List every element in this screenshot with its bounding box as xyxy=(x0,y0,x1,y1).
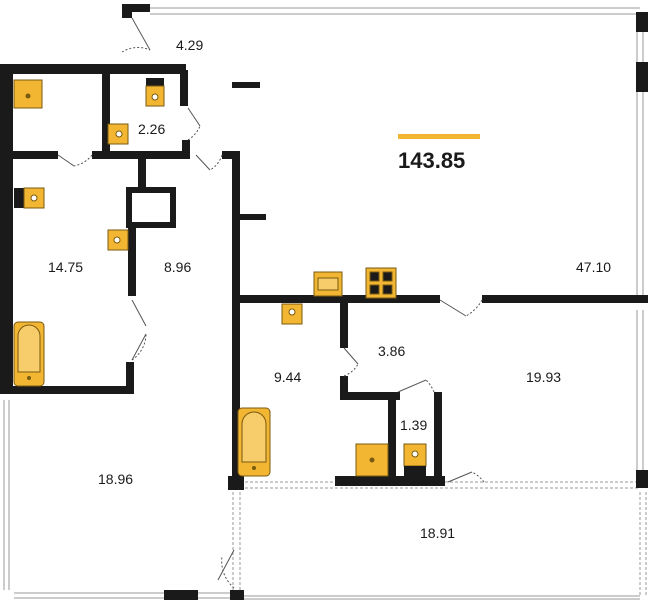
bathtub-icon xyxy=(13,321,45,387)
toilet-icon xyxy=(145,78,165,107)
room-area-dressing: 3.86 xyxy=(378,343,405,359)
sink-icon xyxy=(281,303,303,325)
room-area-bedroom-right: 19.93 xyxy=(526,369,561,385)
window-loggia-left xyxy=(232,492,241,590)
room-area-loggia: 18.91 xyxy=(420,525,455,541)
window-bottom-loggia xyxy=(240,595,640,600)
room-area-bathroom-left: 14.75 xyxy=(48,259,83,275)
door-loggia-left xyxy=(217,549,235,589)
bathtub-icon xyxy=(237,407,271,477)
room-labels: 4.29 2.26 47.10 14.75 8.96 9.44 3.86 19.… xyxy=(48,37,611,541)
shower-tray-icon xyxy=(355,443,389,477)
room-area-wc: 2.26 xyxy=(138,121,165,137)
room-area-corridor-top: 4.29 xyxy=(176,37,203,53)
door-entry xyxy=(121,17,151,53)
sink-icon xyxy=(13,79,43,109)
toilet-icon xyxy=(14,187,45,209)
door-loggia-right xyxy=(447,471,485,483)
door-hall xyxy=(195,154,223,171)
sink-icon xyxy=(313,271,343,297)
doors xyxy=(57,17,485,589)
door-bedroom-left xyxy=(131,299,147,361)
sink-icon xyxy=(107,229,129,251)
sink-icon xyxy=(107,123,129,145)
window-left-lower xyxy=(3,400,10,590)
total-area-accent-bar xyxy=(398,134,480,139)
toilet-icon xyxy=(403,443,427,476)
door-bedroom-right xyxy=(439,299,483,317)
door-bath-left xyxy=(57,154,93,167)
fixtures xyxy=(13,78,427,477)
total-area: 143.85 xyxy=(398,148,465,173)
room-area-hall: 8.96 xyxy=(164,259,191,275)
room-area-bathroom-middle: 9.44 xyxy=(274,369,301,385)
room-area-bedroom-left: 18.96 xyxy=(98,471,133,487)
window-right-lower xyxy=(636,310,644,480)
door-shower xyxy=(397,379,435,393)
door-wc xyxy=(187,107,201,141)
window-loggia-right xyxy=(639,492,647,596)
room-area-living: 47.10 xyxy=(576,259,611,275)
door-dressing xyxy=(343,347,359,377)
walls xyxy=(0,4,648,600)
windows xyxy=(3,7,647,600)
room-area-shower-wc: 1.39 xyxy=(400,417,427,433)
stove-icon xyxy=(365,267,397,299)
window-top xyxy=(150,7,640,15)
